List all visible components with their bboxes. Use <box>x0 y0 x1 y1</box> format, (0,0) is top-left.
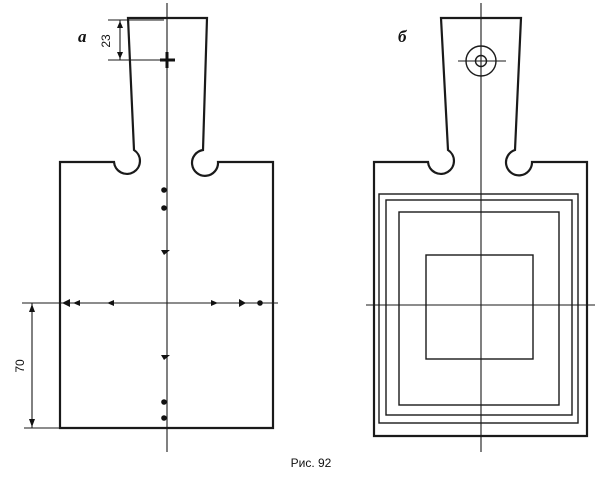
marker-arrow <box>211 300 218 306</box>
figure-b-paddle-outline <box>372 16 589 438</box>
figure-caption: Рис. 92 <box>291 456 332 470</box>
figure-b-pivot-hole <box>458 45 506 77</box>
marker-arrow <box>62 299 70 307</box>
figure-b-label: б <box>398 27 408 46</box>
figure-b: б <box>366 3 595 452</box>
figure-a-paddle-outline <box>58 16 275 430</box>
figure-a-dimension-top: 23 <box>99 19 164 61</box>
marker-dot <box>161 415 167 421</box>
figure-a-horizontal-markers <box>62 299 263 307</box>
figure-a: 23 70 а <box>13 3 278 452</box>
marker-tick <box>161 250 170 255</box>
marker-dot <box>161 205 167 211</box>
marker-dot <box>161 187 167 193</box>
figure-b-square-outer <box>378 193 579 424</box>
marker-arrow <box>73 300 80 306</box>
figure-a-vertical-markers <box>161 187 170 421</box>
marker-tick <box>161 355 170 360</box>
figure-a-dim-23: 23 <box>99 34 113 48</box>
figure-b-square-inner <box>425 254 534 360</box>
figure-b-square-third <box>398 211 560 406</box>
figure-a-label: а <box>78 27 87 46</box>
figure-a-dim-70: 70 <box>13 359 27 373</box>
marker-arrow <box>107 300 114 306</box>
marker-dot <box>257 300 263 306</box>
figure-b-square-second <box>385 199 573 416</box>
marker-arrow <box>239 299 246 307</box>
figure-a-dimension-left: 70 <box>13 303 60 429</box>
marker-dot <box>161 399 167 405</box>
